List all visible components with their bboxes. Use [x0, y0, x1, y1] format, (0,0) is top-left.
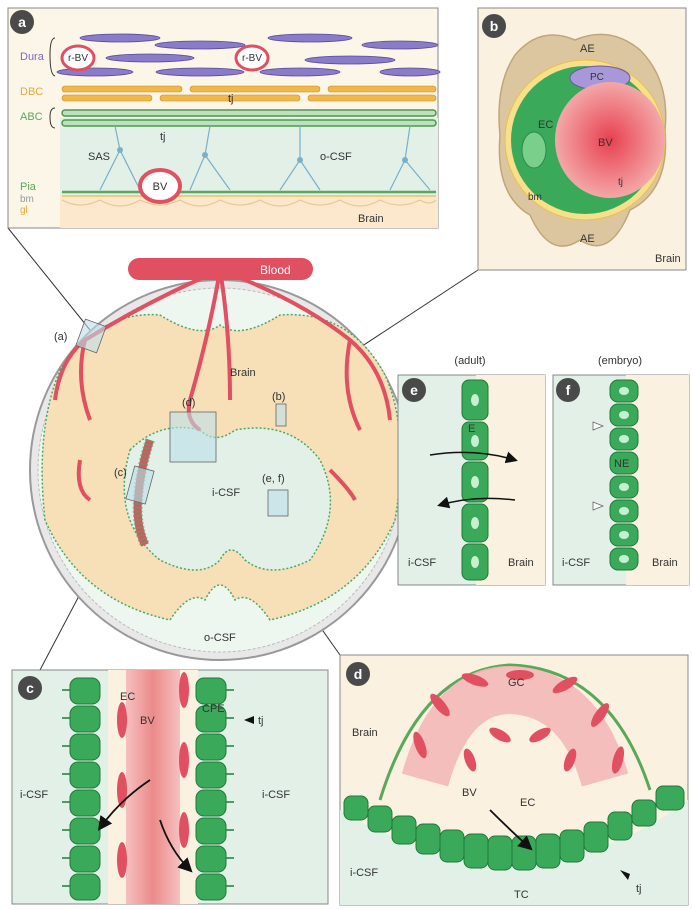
- panel-letter: b: [490, 18, 499, 34]
- bv-label: BV: [140, 715, 155, 727]
- vessel-label: r-BV: [242, 53, 262, 64]
- central-brain-diagram: Blood Brain i-CSF o-CSF (a) (b) (d) (c) …: [30, 258, 410, 660]
- panel-d: GC Brain BV EC i-CSF TC tj d: [340, 655, 688, 905]
- ec-label: EC: [520, 797, 535, 809]
- tc-label: TC: [514, 889, 529, 901]
- dura-vessel-right: r-BV: [236, 46, 268, 70]
- panel-letter: c: [26, 680, 34, 696]
- dbc-label: DBC: [20, 86, 43, 98]
- brain-label: Brain: [358, 213, 384, 225]
- pia-label: Pia: [20, 181, 37, 193]
- icsf-label: i-CSF: [408, 557, 436, 569]
- box-c-label: (c): [114, 467, 127, 479]
- panel-title: (embryo): [598, 355, 642, 367]
- ae-bottom-label: AE: [580, 233, 595, 245]
- panel-letter: d: [354, 666, 363, 682]
- blood-label: Blood: [260, 263, 291, 277]
- panel-letter: e: [410, 382, 418, 398]
- panel-f: (embryo) NE i-CSF Brain f: [553, 355, 689, 585]
- tj-label: tj: [636, 883, 642, 895]
- cpe-label: CPE: [202, 703, 225, 715]
- tj-label-top: tj: [228, 93, 234, 105]
- box-a-label: (a): [54, 331, 67, 343]
- panel-b: AE PC EC BV bm tj AE Brain b: [478, 8, 686, 270]
- abc-label: ABC: [20, 111, 43, 123]
- bm-label: bm: [528, 192, 542, 203]
- pc-label: PC: [590, 72, 604, 83]
- ocsf-label: o-CSF: [320, 151, 352, 163]
- ec-label: EC: [538, 119, 553, 131]
- icsf-left-label: i-CSF: [20, 789, 48, 801]
- panel-c: EC BV CPE tj i-CSF i-CSF c: [12, 670, 328, 904]
- panel-letter: f: [566, 382, 571, 398]
- panel-a: r-BV r-BV BV Dura DBC ABC Pia bm gl tj t…: [8, 8, 440, 228]
- ocsf-label: o-CSF: [204, 632, 236, 644]
- sas-vessel: BV: [140, 170, 180, 202]
- tj-label: tj: [258, 715, 264, 727]
- gc-label: GC: [508, 677, 525, 689]
- gl-label: gl: [20, 205, 28, 216]
- e-label: E: [468, 423, 475, 435]
- ae-top-label: AE: [580, 43, 595, 55]
- icsf-label: i-CSF: [212, 487, 240, 499]
- vessel-label: BV: [153, 181, 168, 193]
- box-d-label: (d): [182, 397, 195, 409]
- panel-letter: a: [18, 14, 26, 30]
- box-ef-label: (e, f): [262, 473, 285, 485]
- sas-label: SAS: [88, 151, 110, 163]
- bm-label: bm: [20, 194, 34, 205]
- icsf-right-label: i-CSF: [262, 789, 290, 801]
- tj-label: tj: [618, 177, 623, 188]
- vessel-label: r-BV: [68, 53, 88, 64]
- box-b-label: (b): [272, 391, 285, 403]
- brain-label: Brain: [655, 253, 681, 265]
- tj-label-left: tj: [160, 131, 166, 143]
- panel-e: (adult) E i-CSF Brain e: [398, 355, 545, 585]
- brain-label: Brain: [652, 557, 678, 569]
- icsf-label: i-CSF: [350, 867, 378, 879]
- dura-label: Dura: [20, 51, 45, 63]
- brain-label: Brain: [352, 727, 378, 739]
- ne-label: NE: [614, 458, 629, 470]
- panel-title: (adult): [454, 355, 485, 367]
- brain-label: Brain: [230, 367, 256, 379]
- bv-label: BV: [462, 787, 477, 799]
- dura-vessel-left: r-BV: [62, 46, 94, 70]
- ec-label: EC: [120, 691, 135, 703]
- bv-label: BV: [598, 137, 613, 149]
- brain-label: Brain: [508, 557, 534, 569]
- icsf-label: i-CSF: [562, 557, 590, 569]
